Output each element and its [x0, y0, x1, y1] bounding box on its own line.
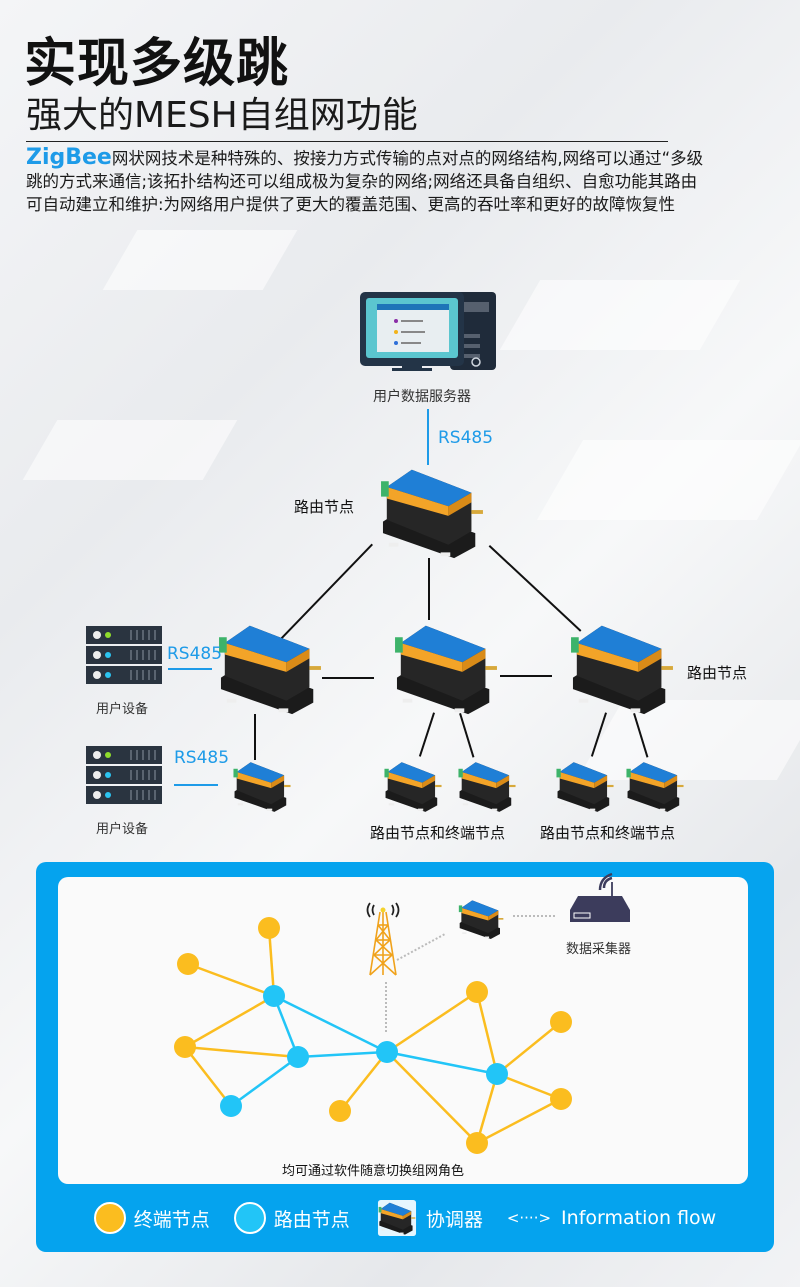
- mesh-edge-B3-B5: [386, 1050, 498, 1076]
- mesh-edge-B2-B4: [230, 1055, 299, 1108]
- data-collector-icon: [570, 872, 630, 922]
- end-node-Y4: [329, 1100, 351, 1122]
- root-router-label: 路由节点: [294, 498, 355, 516]
- mesh-edge-B2-B3: [297, 1050, 388, 1059]
- coordinator-device: [458, 900, 504, 939]
- user-device-1-label: 用户设备: [96, 702, 149, 717]
- mesh-edge-B5-Y8: [475, 1073, 499, 1144]
- mesh-edge-Y2-B1: [187, 962, 275, 998]
- legend-flow-label: Information flow: [561, 1207, 717, 1229]
- mesh-edge-B3-Y5: [386, 990, 478, 1054]
- mesh-edge-Y7-B5: [496, 1072, 562, 1101]
- mesh-caption: 均可通过软件随意切换组网角色: [282, 1164, 465, 1179]
- mesh-edge-Y3-B2: [184, 1045, 299, 1059]
- mesh-edge-Y3-B1: [184, 994, 275, 1049]
- user-device-1-icon: [86, 626, 162, 684]
- tower-icon: [369, 911, 397, 976]
- server-label: 用户数据服务器: [373, 389, 471, 405]
- collector-label: 数据采集器: [566, 942, 632, 957]
- rs485-label-left-1: RS485: [167, 644, 223, 664]
- leaf-group-1-label: 路由节点和终端节点: [370, 824, 506, 842]
- rs485-link-left-1: [168, 668, 212, 670]
- rs485-label-left-2: RS485: [174, 748, 230, 768]
- end-node-swatch: [93, 1202, 126, 1234]
- legend-router-node-label: 路由节点: [273, 1208, 350, 1231]
- end-node-Y2: [177, 953, 199, 975]
- mesh-edge-Y3-B4: [184, 1046, 232, 1107]
- end-node-Y6: [550, 1011, 572, 1033]
- router-node-B3: [376, 1041, 398, 1063]
- mesh-edge-Y1-B1: [267, 927, 276, 997]
- legend-coordinator: 协调器: [374, 1200, 483, 1236]
- mesh-edge-Y7-Y8: [476, 1097, 562, 1145]
- router-node-B2: [287, 1046, 309, 1068]
- tower-beacon: [380, 907, 386, 913]
- right-router-label: 路由节点: [687, 664, 748, 682]
- mesh-panel-inner: [58, 877, 748, 1184]
- link-center-right: [500, 675, 552, 677]
- end-node-Y7: [550, 1088, 572, 1110]
- user-device-2-icon: [86, 746, 162, 804]
- leaf-group-2-label: 路由节点和终端节点: [540, 824, 676, 842]
- computer-icon: [360, 292, 496, 371]
- router-node-B5: [486, 1063, 508, 1085]
- link-left-center: [322, 677, 374, 679]
- mesh-edge-B3-Y8: [386, 1051, 478, 1144]
- end-node-Y3: [174, 1036, 196, 1058]
- legend-end-node-label: 终端节点: [133, 1208, 210, 1231]
- brand-name: ZigBee: [26, 145, 112, 170]
- coordinator-icon: [377, 1200, 416, 1236]
- legend-flow: <····> Information flow: [507, 1207, 716, 1229]
- user-device-2-label: 用户设备: [96, 822, 149, 837]
- mesh-edge-Y6-B5: [496, 1021, 562, 1075]
- rs485-link-left-2: [174, 784, 218, 786]
- description-text: 网状网技术是种特殊的、按接力方式传输的点对点的网络结构,网络可以通过“多级跳的方…: [26, 149, 704, 214]
- router-node-swatch: [233, 1202, 266, 1234]
- legend-end-node: 终端节点: [93, 1202, 210, 1234]
- flow-arrow-icon: <····>: [506, 1209, 552, 1227]
- mesh-edge-Y5-B5: [475, 991, 499, 1075]
- rs485-label-top: RS485: [438, 428, 494, 448]
- mesh-edge-B1-B3: [273, 994, 388, 1054]
- page-subtitle: 强大的MESH自组网功能: [26, 95, 418, 136]
- end-node-Y8: [466, 1132, 488, 1154]
- rs485-link-top: [427, 409, 429, 465]
- mesh-edge-B3-Y4: [339, 1051, 388, 1112]
- end-node-Y5: [466, 981, 488, 1003]
- end-node-Y1: [258, 917, 280, 939]
- legend-coordinator-label: 协调器: [425, 1208, 483, 1231]
- flow-arrow-tower-coordinator: [396, 933, 446, 961]
- signal-waves-icon: [366, 902, 400, 918]
- legend: 终端节点 路由节点 协调器 <····> Information flow: [36, 1196, 774, 1240]
- legend-router-node: 路由节点: [233, 1202, 350, 1234]
- header-divider: [26, 141, 668, 142]
- page-title: 实现多级跳: [24, 34, 290, 94]
- description: ZigBee网状网技术是种特殊的、按接力方式传输的点对点的网络结构,网络可以通过…: [26, 146, 706, 216]
- router-node-B1: [263, 985, 285, 1007]
- router-node-B4: [220, 1095, 242, 1117]
